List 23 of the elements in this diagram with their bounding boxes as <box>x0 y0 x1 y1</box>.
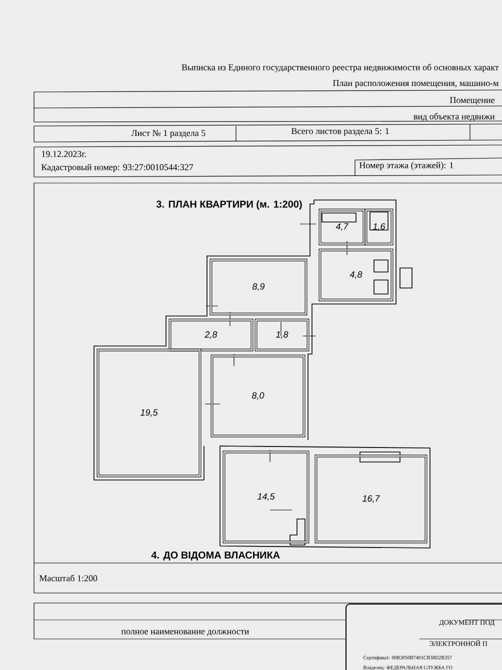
room-outline: 8,9 <box>210 258 308 316</box>
room-outline: 8,0 <box>210 354 306 438</box>
document-text: Всего листов раздела 5: 1 <box>291 128 389 136</box>
room-outline: 4,7 <box>318 208 366 246</box>
room-outline: 1,8 <box>254 318 310 352</box>
document-text: Кадастровый номер: 93:27:0010544:327 <box>41 164 194 172</box>
room-outline: 19,5 <box>96 348 202 478</box>
heading: 3. ПЛАН КВАРТИРИ (м. 1:200) <box>156 200 302 210</box>
document-text: полное наименование должности <box>121 630 249 636</box>
document-text: Масштаб 1:200 <box>39 574 98 582</box>
document-text: Лист № 1 раздела 5 <box>131 130 206 138</box>
document-text: вид объекта недвижи <box>414 112 495 122</box>
room-outline: 16,7 <box>314 454 428 544</box>
document-text: Выписка из Единого государственного реестра недвижимости об основных характ <box>182 64 499 72</box>
document-text: Номер этажа (этажей): 1 <box>359 162 454 170</box>
room-outline: 1,6 <box>364 208 394 246</box>
document-text: 19.12.2023г. <box>42 150 86 158</box>
room-outline: 4,8 <box>318 248 394 302</box>
document-text: Помещение <box>450 97 494 105</box>
heading: 4. ДО ВІДОМА ВЛАСНИКА <box>151 552 280 560</box>
room-outline: 14,5 <box>222 450 310 544</box>
room-outline: 2,8 <box>168 318 254 352</box>
document-text: План расположения помещения, машино-м <box>333 80 499 88</box>
